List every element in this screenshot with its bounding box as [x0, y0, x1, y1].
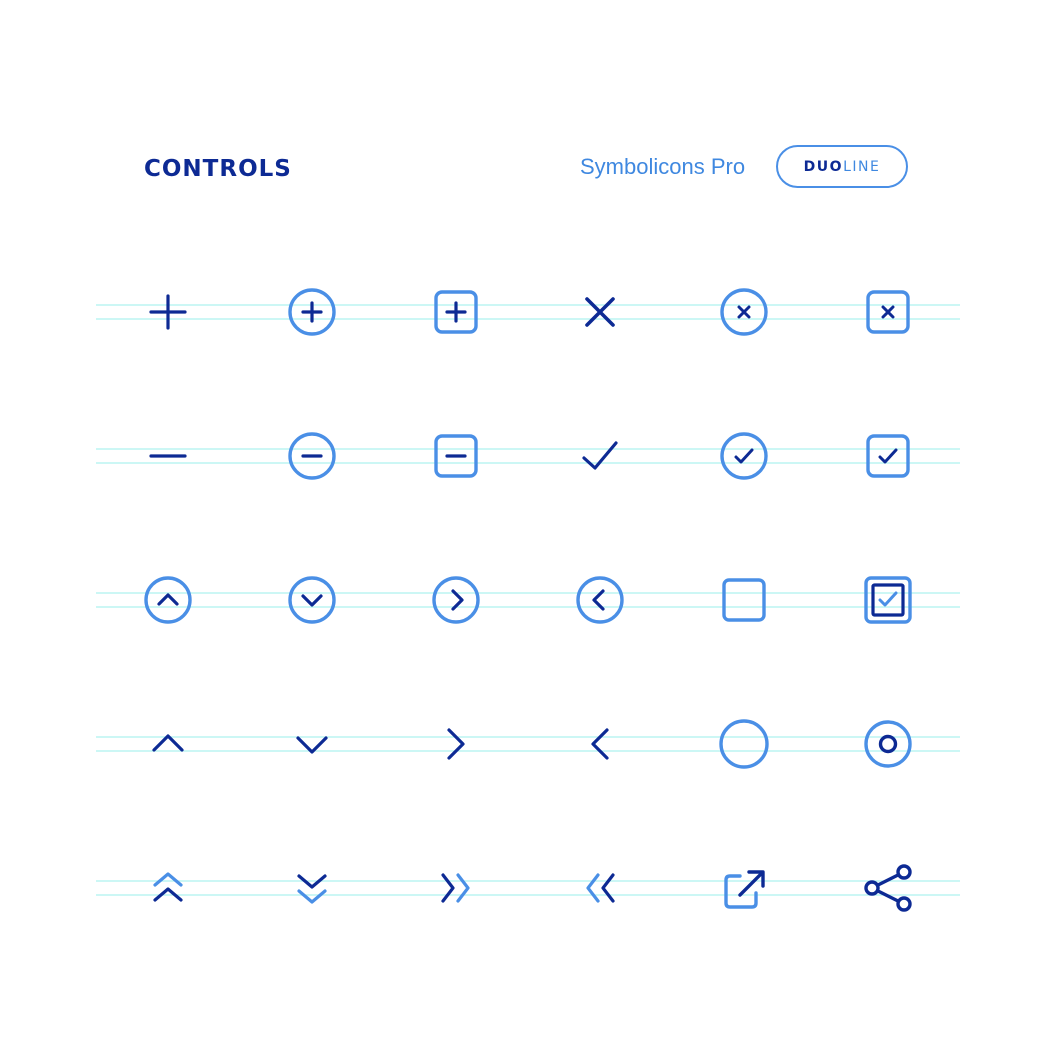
badge-light-text: LINE — [843, 158, 881, 175]
check-icon — [582, 441, 618, 470]
chevron-right-icon — [447, 728, 465, 760]
chevron-left-icon — [591, 728, 609, 760]
minus-circle-icon — [288, 432, 336, 480]
plus-circle-icon — [288, 288, 336, 336]
plus-square-icon — [434, 290, 478, 334]
chevron-down-circle-icon — [288, 576, 336, 624]
badge-strong-text: DUO — [803, 158, 844, 175]
chevron-left-circle-icon — [576, 576, 624, 624]
close-square-icon — [866, 290, 910, 334]
close-circle-icon — [720, 288, 768, 336]
radio-selected-icon — [864, 720, 912, 768]
check-square-icon — [866, 434, 910, 478]
radio-empty-icon — [719, 719, 769, 769]
close-icon — [585, 297, 615, 327]
chevron-up-icon — [152, 734, 184, 752]
double-chevron-down-icon — [297, 874, 327, 904]
minus-square-icon — [434, 434, 478, 478]
checkbox-empty-icon — [722, 578, 766, 622]
check-circle-icon — [720, 432, 768, 480]
page-title: CONTROLS — [144, 156, 292, 182]
plus-icon — [149, 294, 187, 330]
double-chevron-up-icon — [153, 872, 183, 902]
share-icon — [864, 864, 912, 912]
checkbox-checked-icon — [864, 576, 912, 624]
double-chevron-left-icon — [586, 873, 615, 903]
brand-name: Symbolicons Pro — [580, 154, 746, 179]
chevron-right-circle-icon — [432, 576, 480, 624]
chevron-down-icon — [296, 736, 328, 754]
chevron-up-circle-icon — [144, 576, 192, 624]
external-link-icon — [724, 870, 765, 909]
double-chevron-right-icon — [441, 873, 470, 903]
